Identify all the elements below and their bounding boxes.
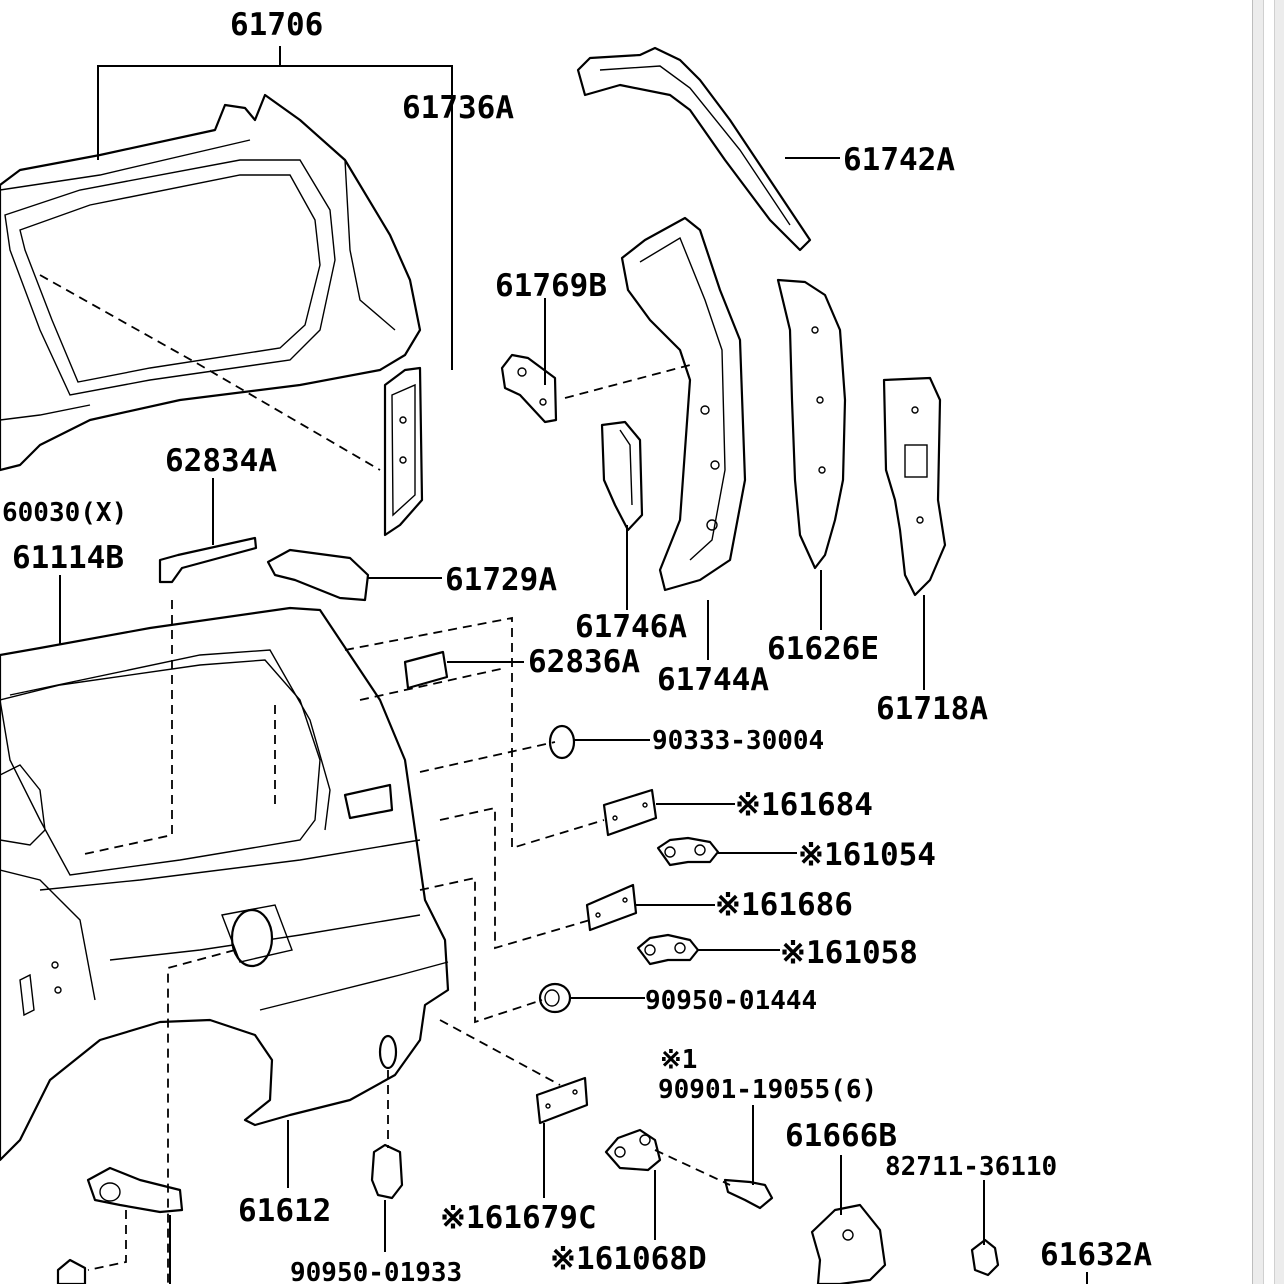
pad-61686 <box>585 883 638 932</box>
part-labels: 61706 61736A 61742A 61769B 62834A 60030(… <box>2 7 1152 1284</box>
label-61686: ※161686 <box>715 887 853 923</box>
strip-62834A <box>158 536 258 584</box>
leader-lines <box>59 46 1088 1284</box>
label-61054: ※161054 <box>798 837 936 873</box>
label-61742A: 61742A <box>843 142 955 178</box>
label-61718A: 61718A <box>876 691 988 727</box>
bracket-61054 <box>656 836 720 867</box>
label-60030X: 60030(X) <box>2 498 127 528</box>
label-61736A: 61736A <box>402 90 514 126</box>
bracket-61666B <box>810 1203 887 1284</box>
roof-rail-61742A <box>576 46 812 252</box>
bracket-61058 <box>636 933 700 966</box>
piece-61729A <box>266 548 370 602</box>
label-90333-30004: 90333-30004 <box>652 726 824 756</box>
pillar-strip-61736A <box>383 366 424 537</box>
label-62834A: 62834A <box>165 443 277 479</box>
inner-panel-61706 <box>0 93 422 472</box>
reinforcement-61746A <box>600 420 644 532</box>
label-90950-01933: 90950-01933 <box>290 1258 462 1284</box>
scrollbar-thumb[interactable] <box>1263 0 1275 1284</box>
outer-panel-61114B <box>0 606 450 1162</box>
label-61068D: ※161068D <box>550 1241 707 1277</box>
label-61769B: 61769B <box>495 268 607 304</box>
pad-61679C <box>535 1076 589 1125</box>
plug-90333-30004 <box>548 724 576 760</box>
label-note1: ※1 <box>660 1045 697 1075</box>
pad-61684 <box>602 788 658 837</box>
pad-62836A <box>403 650 449 690</box>
label-61744A: 61744A <box>657 662 769 698</box>
label-61114B: 61114B <box>12 540 124 576</box>
label-61684: ※161684 <box>735 787 873 823</box>
label-61626E: 61626E <box>767 631 879 667</box>
label-61666B: 61666B <box>785 1118 897 1154</box>
lower-bracket <box>56 1166 184 1284</box>
label-61632A: 61632A <box>1040 1237 1152 1273</box>
bracket-61769B <box>500 353 558 424</box>
label-61746A: 61746A <box>575 609 687 645</box>
label-61058: ※161058 <box>780 935 918 971</box>
label-61679C: ※161679C <box>440 1200 597 1236</box>
label-61706: 61706 <box>230 7 323 43</box>
label-61729A: 61729A <box>445 562 557 598</box>
label-61612: 61612 <box>238 1193 331 1229</box>
clip-82711-36110 <box>970 1238 1000 1277</box>
quarter-pillar-61744A <box>620 216 747 592</box>
bolt-90901-19055 <box>723 1178 774 1210</box>
label-90950-01444: 90950-01444 <box>645 986 817 1016</box>
panel-61718A <box>882 376 947 597</box>
grommet-90950-01444 <box>538 982 572 1014</box>
label-90901-19055: 90901-19055(6) <box>658 1075 877 1105</box>
bracket-61068D <box>604 1128 662 1172</box>
panel-61626E <box>776 278 847 570</box>
grommet-90950-01933 <box>370 1143 404 1200</box>
dashed-lines <box>79 364 731 1284</box>
label-82711-36110: 82711-36110 <box>885 1152 1057 1182</box>
label-62836A: 62836A <box>528 644 640 680</box>
